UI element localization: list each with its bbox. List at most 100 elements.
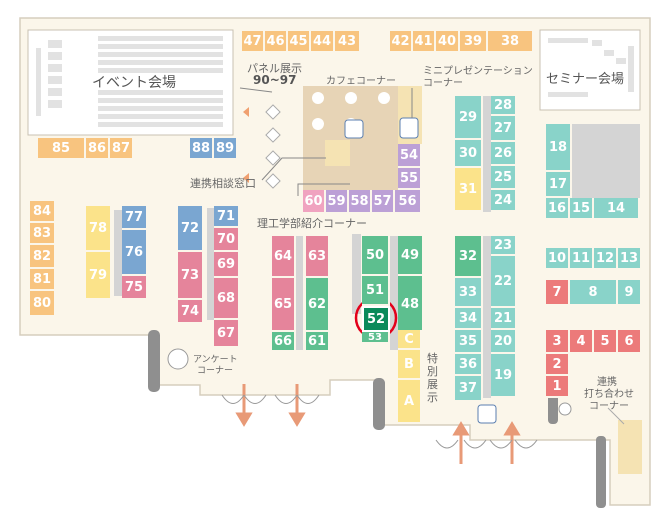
booth-58[interactable]: 58	[349, 190, 372, 214]
survey-label: アンケート	[193, 355, 238, 365]
booth-70[interactable]: 70	[214, 228, 240, 252]
survey-sub-label: コーナー	[197, 366, 234, 376]
booth-13[interactable]: 13	[618, 248, 642, 270]
booth-14[interactable]: 14	[594, 198, 640, 220]
booth-1[interactable]: 1	[546, 376, 570, 398]
booth-81[interactable]: 81	[30, 269, 56, 291]
booth-88[interactable]: 88	[190, 138, 214, 160]
booth-69[interactable]: 69	[214, 252, 240, 278]
booth-40[interactable]: 40	[436, 31, 460, 53]
mini-presentation-sub-label: コーナー	[423, 78, 463, 89]
booth-74[interactable]: 74	[178, 300, 204, 324]
booth-49[interactable]: 49	[398, 236, 424, 276]
booth-8[interactable]: 8	[570, 280, 618, 306]
booth-79[interactable]: 79	[86, 252, 112, 300]
booth-33[interactable]: 33	[455, 278, 483, 308]
booth-77[interactable]: 77	[122, 206, 148, 230]
booth-87[interactable]: 87	[110, 138, 134, 160]
booth-43[interactable]: 43	[335, 31, 361, 53]
booth-68[interactable]: 68	[214, 278, 240, 320]
booth-39[interactable]: 39	[460, 31, 488, 53]
booth-17[interactable]: 17	[546, 172, 572, 198]
booth-3[interactable]: 3	[546, 330, 570, 354]
consultation-label: 連携相談窓口	[190, 177, 256, 190]
booth-5[interactable]: 5	[594, 330, 618, 354]
booth-21[interactable]: 21	[491, 308, 517, 330]
booth-46[interactable]: 46	[265, 31, 288, 53]
booth-C[interactable]: C	[398, 330, 422, 350]
booth-66[interactable]: 66	[272, 332, 296, 352]
booth-59[interactable]: 59	[326, 190, 349, 214]
booth-22[interactable]: 22	[491, 256, 517, 308]
booth-31[interactable]: 31	[455, 168, 483, 212]
booth-52[interactable]: 52	[362, 306, 390, 332]
booth-55[interactable]: 55	[398, 168, 422, 190]
booth-10[interactable]: 10	[546, 248, 570, 270]
booth-37[interactable]: 37	[455, 376, 483, 402]
booth-25[interactable]: 25	[491, 166, 517, 190]
booth-19[interactable]: 19	[491, 354, 517, 398]
booth-28[interactable]: 28	[491, 96, 517, 116]
booth-83[interactable]: 83	[30, 223, 56, 245]
booth-82[interactable]: 82	[30, 245, 56, 269]
booth-85[interactable]: 85	[38, 138, 86, 160]
booth-54[interactable]: 54	[398, 144, 422, 168]
booth-53[interactable]: 53	[362, 332, 390, 344]
booth-35[interactable]: 35	[455, 330, 483, 354]
booth-32[interactable]: 32	[455, 236, 483, 278]
booth-12[interactable]: 12	[594, 248, 618, 270]
booth-B[interactable]: B	[398, 350, 422, 380]
booth-72[interactable]: 72	[178, 206, 204, 252]
booth-63[interactable]: 63	[306, 236, 330, 278]
booth-75[interactable]: 75	[122, 276, 148, 300]
booth-56[interactable]: 56	[395, 190, 422, 214]
booth-9[interactable]: 9	[618, 280, 642, 306]
booth-73[interactable]: 73	[178, 252, 204, 300]
booth-18[interactable]: 18	[546, 124, 572, 172]
booth-34[interactable]: 34	[455, 308, 483, 330]
booth-47[interactable]: 47	[242, 31, 265, 53]
booth-51[interactable]: 51	[362, 276, 390, 306]
booth-89[interactable]: 89	[214, 138, 238, 160]
booth-71[interactable]: 71	[214, 206, 240, 228]
special-exhibit-label: 特別展示	[427, 352, 438, 404]
booth-64[interactable]: 64	[272, 236, 296, 278]
booth-48[interactable]: 48	[398, 276, 424, 334]
booth-7[interactable]: 7	[546, 280, 570, 306]
booth-76[interactable]: 76	[122, 230, 148, 276]
booth-24[interactable]: 24	[491, 190, 517, 212]
booth-16[interactable]: 16	[546, 198, 570, 220]
booth-36[interactable]: 36	[455, 354, 483, 376]
booth-2[interactable]: 2	[546, 354, 570, 376]
booth-30[interactable]: 30	[455, 140, 483, 168]
booth-61[interactable]: 61	[306, 332, 330, 352]
booth-62[interactable]: 62	[306, 278, 330, 332]
booth-11[interactable]: 11	[570, 248, 594, 270]
booth-38[interactable]: 38	[488, 31, 534, 53]
booth-42[interactable]: 42	[390, 31, 413, 53]
booth-60[interactable]: 60	[303, 190, 326, 214]
booth-26[interactable]: 26	[491, 142, 517, 166]
booth-27[interactable]: 27	[491, 116, 517, 142]
booth-A[interactable]: A	[398, 380, 422, 424]
booth-4[interactable]: 4	[570, 330, 594, 354]
booth-23[interactable]: 23	[491, 236, 517, 256]
booth-20[interactable]: 20	[491, 330, 517, 354]
event-hall-label: イベント会場	[92, 75, 176, 91]
booth-15[interactable]: 15	[570, 198, 594, 220]
booth-29[interactable]: 29	[455, 96, 483, 140]
booth-6[interactable]: 6	[618, 330, 642, 354]
booth-78[interactable]: 78	[86, 206, 112, 252]
booth-65[interactable]: 65	[272, 278, 296, 332]
booth-80[interactable]: 80	[30, 291, 56, 317]
booth-45[interactable]: 45	[288, 31, 311, 53]
booth-67[interactable]: 67	[214, 320, 240, 348]
booth-57[interactable]: 57	[372, 190, 395, 214]
booth-86[interactable]: 86	[86, 138, 110, 160]
cafe-label: カフェコーナー	[326, 76, 396, 87]
booth-84[interactable]: 84	[30, 201, 56, 223]
booth-41[interactable]: 41	[413, 31, 436, 53]
booth-50[interactable]: 50	[362, 236, 390, 276]
panel-exhibit-label: パネル展示	[247, 62, 302, 75]
booth-44[interactable]: 44	[311, 31, 335, 53]
